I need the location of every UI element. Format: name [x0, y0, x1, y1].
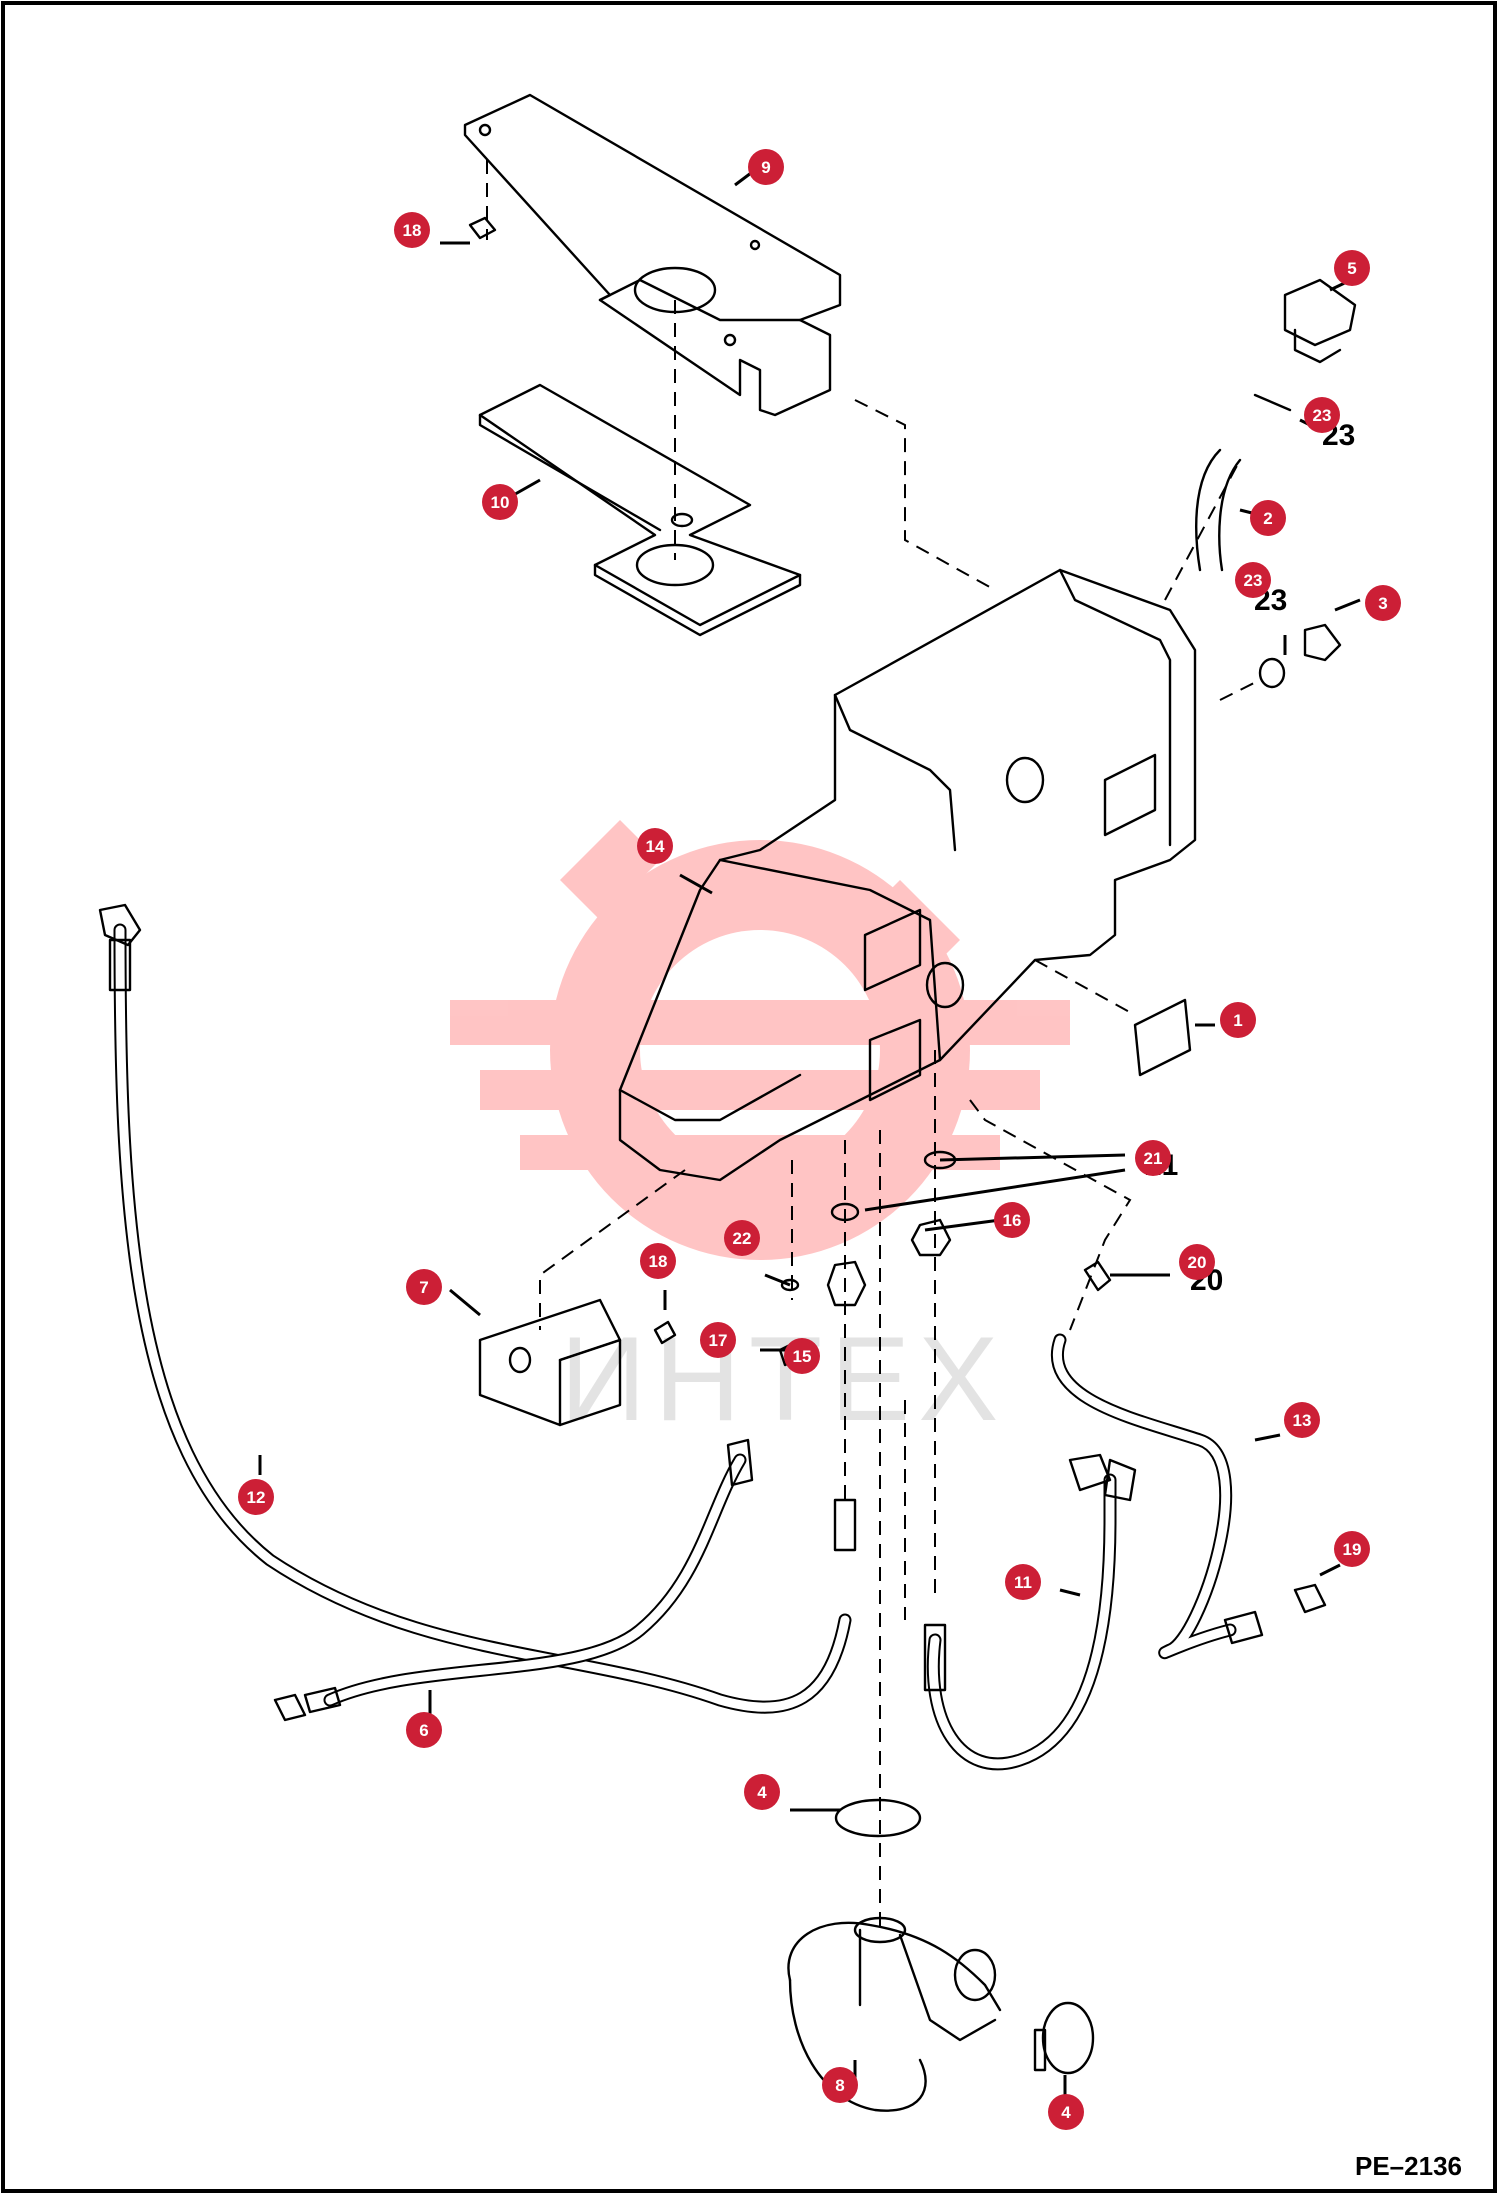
callout-circle — [1048, 2094, 1084, 2130]
callout-11[interactable]: 11 — [1005, 1564, 1041, 1600]
callout-circle — [748, 149, 784, 185]
bolt-18-upper — [468, 216, 497, 240]
callout-9[interactable]: 9 — [748, 149, 784, 185]
mount-bracket — [478, 1298, 622, 1427]
callout-15[interactable]: 15 — [784, 1338, 820, 1374]
callout-13[interactable]: 13 — [1284, 1402, 1320, 1438]
callout-circle — [1220, 1002, 1256, 1038]
upper-bracket — [463, 93, 842, 417]
callout-17[interactable]: 17 — [700, 1322, 736, 1358]
callout-12[interactable]: 12 — [238, 1479, 274, 1515]
callout-23[interactable]: 23 — [1235, 562, 1271, 598]
callout-10[interactable]: 10 — [482, 484, 518, 520]
callout-8[interactable]: 8 — [822, 2067, 858, 2103]
callout-20[interactable]: 20 — [1179, 1244, 1215, 1280]
callout-circle — [1334, 250, 1370, 286]
callout-4[interactable]: 4 — [1048, 2094, 1084, 2130]
bolt-18-lower — [653, 1320, 677, 1345]
callout-circle — [394, 212, 430, 248]
callout-5[interactable]: 5 — [1334, 250, 1370, 286]
callout-circle — [406, 1712, 442, 1748]
printed-part-numbers: 23 23 21 20 — [1145, 419, 1355, 1297]
callout-circle — [724, 1220, 760, 1256]
callout-circle — [700, 1322, 736, 1358]
watermark-text: ИНТЕХ — [560, 1312, 1006, 1446]
callout-circle — [1179, 1244, 1215, 1280]
callout-1[interactable]: 1 — [1220, 1002, 1256, 1038]
callout-circle — [744, 1774, 780, 1810]
callout-14[interactable]: 14 — [637, 828, 673, 864]
callout-18[interactable]: 18 — [640, 1243, 676, 1279]
callout-21[interactable]: 21 — [1135, 1140, 1171, 1176]
callout-circle — [1250, 500, 1286, 536]
callouts: 1234456789101112131415161718181920212223… — [238, 149, 1401, 2130]
callout-16[interactable]: 16 — [994, 1202, 1030, 1238]
callout-circle — [1365, 585, 1401, 621]
callout-circle — [482, 484, 518, 520]
vent-hose — [1195, 448, 1242, 572]
callout-7[interactable]: 7 — [406, 1269, 442, 1305]
callout-circle — [822, 2067, 858, 2103]
callout-circle — [1284, 1402, 1320, 1438]
callout-circle — [1334, 1531, 1370, 1567]
callout-4[interactable]: 4 — [744, 1774, 780, 1810]
callout-6[interactable]: 6 — [406, 1712, 442, 1748]
callout-3[interactable]: 3 — [1365, 585, 1401, 621]
fuel-tank — [618, 568, 1197, 1182]
callout-circle — [784, 1338, 820, 1374]
clamps-and-elbow — [787, 1798, 1095, 2112]
hoses — [113, 923, 1237, 1771]
decal-plate — [1133, 998, 1192, 1077]
fitting-3 — [1258, 623, 1342, 689]
figure-id: PE–2136 — [1355, 2151, 1462, 2181]
callout-circle — [640, 1243, 676, 1279]
callout-18[interactable]: 18 — [394, 212, 430, 248]
callout-circle — [1005, 1564, 1041, 1600]
callout-circle — [406, 1269, 442, 1305]
callout-circle — [1304, 397, 1340, 433]
callout-circle — [1135, 1140, 1171, 1176]
callout-2[interactable]: 2 — [1250, 500, 1286, 536]
callout-circle — [994, 1202, 1030, 1238]
hose-fittings — [98, 903, 1327, 1722]
callout-23[interactable]: 23 — [1304, 397, 1340, 433]
callout-circle — [637, 828, 673, 864]
filler-cap — [1253, 278, 1357, 412]
callout-22[interactable]: 22 — [724, 1220, 760, 1256]
assembly-lines — [486, 160, 1261, 1930]
callout-19[interactable]: 19 — [1334, 1531, 1370, 1567]
lower-plate — [478, 383, 802, 637]
callout-circle — [1235, 562, 1271, 598]
callout-circle — [238, 1479, 274, 1515]
